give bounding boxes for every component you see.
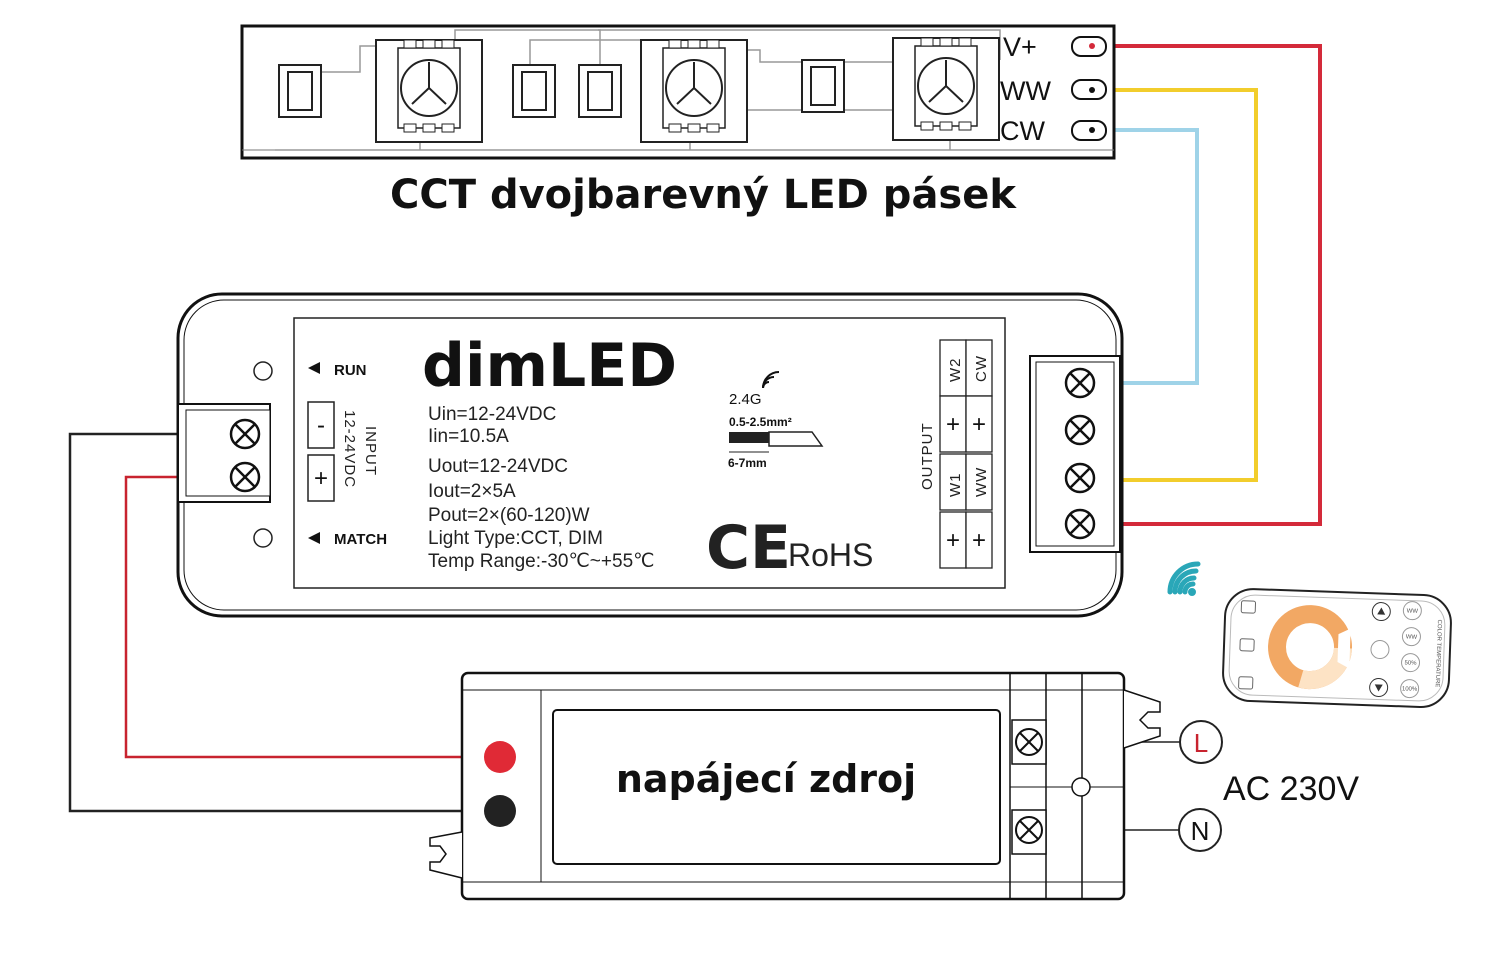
output-plus: + (972, 411, 986, 438)
match-arrow-icon (308, 532, 320, 544)
spec-line: Uout=12-24VDC (428, 456, 568, 477)
power-supply (429, 671, 1161, 901)
mounting-hole (253, 528, 273, 548)
strip-terminal-vplus: V+ (1003, 32, 1037, 62)
screw-terminal-icon (1015, 816, 1043, 844)
strip-length-label: 6-7mm (728, 456, 767, 470)
wireless-icon (762, 371, 780, 389)
screw-terminal-icon (1064, 414, 1096, 446)
remote-side-text: COLOR TEMPERATURE (1434, 619, 1442, 687)
output-label: OUTPUT (919, 422, 936, 490)
match-label: MATCH (334, 531, 387, 548)
dc-negative-terminal (484, 795, 516, 827)
remote-button (1239, 638, 1255, 652)
screw-terminal-icon (229, 461, 261, 493)
solder-pad (1071, 79, 1107, 100)
controller: RUN MATCH - + INPUT 12-24VDC dimLED Uin=… (176, 292, 1124, 618)
power-supply-label: napájecí zdroj (616, 757, 916, 801)
input-plus-box (307, 454, 335, 502)
input-minus-label: - (317, 412, 325, 439)
output-terminal-block (1029, 355, 1121, 553)
solder-pad (1071, 36, 1107, 57)
spec-line: Uin=12-24VDC (428, 404, 556, 425)
mounting-hole (253, 361, 273, 381)
screw-terminal-icon (229, 418, 261, 450)
neutral-label: N (1191, 816, 1210, 846)
remote-button (1238, 676, 1254, 690)
strip-title: CCT dvojbarevný LED pásek (390, 172, 1017, 218)
resistor (278, 64, 322, 118)
resistor (512, 64, 556, 118)
output-channel-grid (939, 339, 993, 569)
brand-logo: dimLED (422, 331, 677, 401)
ww-wire (1092, 88, 1258, 482)
output-channel-w2: W2 (947, 358, 964, 383)
resistor (801, 59, 845, 113)
resistor (578, 64, 622, 118)
line-terminal-circle (1179, 720, 1223, 764)
wire-strip-icon (729, 431, 824, 453)
spec-line: Iin=10.5A (428, 426, 509, 447)
ce-mark: CE (706, 513, 791, 583)
led-chip (892, 37, 1000, 141)
neutral-terminal-circle (1178, 808, 1222, 852)
input-minus-box (307, 401, 335, 449)
run-arrow-icon (308, 362, 320, 374)
strip-terminal-ww: WW (1000, 76, 1051, 106)
ac-voltage-label: AC 230V (1223, 770, 1359, 808)
run-label: RUN (334, 362, 367, 379)
screw-terminal-icon (1015, 728, 1043, 756)
spec-line: Light Type:CCT, DIM (428, 528, 603, 549)
spec-line: Iout=2×5A (428, 481, 516, 502)
remote-label: 100% (1402, 686, 1418, 693)
wireless-label: 2.4G (729, 391, 762, 408)
screw-terminal-icon (1064, 367, 1096, 399)
led-chip (640, 39, 748, 143)
wire-gauge-label: 0.5-2.5mm² (729, 415, 792, 429)
dc-positive-terminal (484, 741, 516, 773)
remote-label: 50% (1404, 660, 1417, 666)
output-channel-ww: WW (973, 467, 990, 497)
wifi-signal-icon (1167, 561, 1201, 596)
spec-line: Temp Range:-30℃~+55℃ (428, 551, 654, 572)
strip-terminal-cw: CW (1000, 116, 1045, 146)
screw-terminal-icon (1064, 508, 1096, 540)
v-plus-wire (1092, 44, 1322, 526)
cw-wire (1092, 128, 1199, 385)
remote-label: WW (1406, 634, 1418, 640)
led-strip: V+ WW CW (240, 24, 1116, 160)
power-icon (1370, 640, 1390, 660)
output-plus: + (946, 411, 960, 438)
remote-button (1240, 600, 1257, 614)
input-plus-label: + (314, 465, 328, 492)
screw-terminal-icon (1064, 462, 1096, 494)
remote-control: WW WW 50% 100% COLOR TEMPERATURE (1222, 588, 1452, 708)
remote-label: WW (1407, 608, 1419, 614)
led-chip (375, 39, 483, 143)
rohs-mark: RoHS (788, 537, 873, 573)
solder-pad (1071, 120, 1107, 141)
input-terminal-block (177, 403, 271, 503)
output-channel-cw: CW (973, 355, 990, 382)
output-channel-w1: W1 (947, 473, 964, 498)
dc-negative-wire (68, 432, 500, 813)
input-voltage-label: 12-24VDC (341, 410, 358, 488)
input-label: INPUT (362, 426, 379, 476)
output-plus: + (972, 527, 986, 554)
spec-line: Pout=2×(60-120)W (428, 505, 590, 526)
line-label: L (1194, 728, 1208, 758)
output-plus: + (946, 527, 960, 554)
